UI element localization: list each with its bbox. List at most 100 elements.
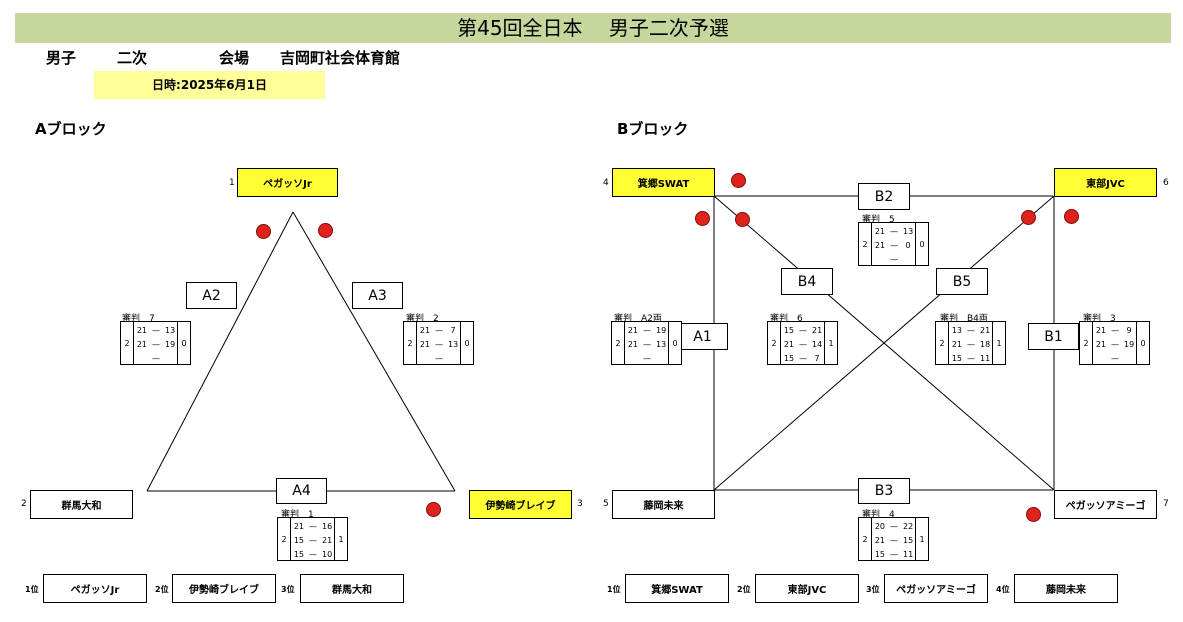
line-b-diag2 [713,195,1055,491]
sets-won-left: 2 [859,223,872,265]
score-cell: 21 [293,521,304,531]
team-box-b6: 東部JVC [1054,168,1157,197]
score-cell: 0 [905,240,911,250]
score-cell: 21 [874,226,885,236]
rank-place: 1位 [25,585,39,594]
score-cell: 21 [980,325,991,335]
match-label: A3 [352,282,403,309]
dash: — [967,325,975,335]
dash: — [890,521,898,531]
sets-won-right: 1 [915,518,928,560]
score-table: 2 15—21 21—14 15—7 1 [767,321,838,365]
score-cell: 9 [1126,325,1132,335]
dash: — [890,240,899,250]
score-cell: 21 [627,339,638,349]
team-box-a2: 群馬大和 [30,490,133,519]
score-cell: 11 [980,353,991,363]
dash: — [1111,353,1119,363]
match-label: B2 [858,183,910,210]
sets-won-left: 2 [404,322,417,364]
rank-team: 藤岡未来 [1014,574,1118,603]
score-table: 2 21—13 21—19 — 0 [120,321,191,365]
score-cell: 11 [903,549,914,559]
block-a-title: Aブロック [35,120,107,138]
rank-place: 3位 [281,585,295,594]
dash: — [799,339,807,349]
referee-label: 審判 4 [862,510,895,520]
match-label: A2 [186,282,237,309]
team-box-a3: 伊勢崎ブレイブ [469,490,572,519]
dash: — [967,339,975,349]
score-cell: 14 [812,339,823,349]
score-cell: 21 [1095,325,1107,335]
score-cell: 7 [814,353,820,363]
sets-won-left: 2 [612,322,625,364]
dash: — [890,549,898,559]
score-table: 2 20—22 21—15 15—11 1 [858,517,929,561]
dash: — [643,325,651,335]
score-cell: 21 [1095,339,1106,349]
sets-won-right: 0 [668,322,681,364]
sets-won-right: 0 [177,322,190,364]
score-cell: 13 [448,339,459,349]
sets-won-left: 2 [936,322,949,364]
score-cell: 15 [874,549,885,559]
dash: — [152,325,160,335]
dash: — [890,226,898,236]
team-box-b4: 箕郷SWAT [612,168,715,197]
dash: — [799,325,807,335]
score-cell: 22 [903,521,914,531]
referee-label: 審判 5 [862,215,895,225]
score-cell: 7 [450,325,456,335]
score-cell: 21 [874,240,886,250]
score-cell: 15 [293,549,304,559]
score-cell: 19 [1124,339,1135,349]
win-marker-dot [1021,210,1036,225]
score-cell: 21 [874,535,885,545]
match-label: B3 [858,478,910,504]
dash: — [1111,339,1119,349]
score-cell: 15 [903,535,914,545]
win-marker-dot [1064,209,1079,224]
sets-won-right: 1 [992,322,1005,364]
score-cell: 18 [980,339,991,349]
block-b-title: Bブロック [617,120,689,138]
team-box-b5: 藤岡未来 [612,490,715,519]
score-table: 2 21—7 21—13 — 0 [403,321,474,365]
match-label: B4 [781,268,833,295]
match-label: A1 [677,323,728,350]
sets-won-right: 0 [1136,322,1149,364]
dash: — [309,535,317,545]
referee-label: 審判 7 [122,314,155,324]
sets-won-right: 1 [824,322,837,364]
sets-won-left: 2 [1080,322,1093,364]
match-label: A4 [276,478,327,504]
event-date: 日時:2025年6月1日 [94,71,325,99]
sets-won-left: 2 [121,322,134,364]
venue-label: 会場 [219,49,250,67]
win-marker-dot [426,502,441,517]
score-cell: 13 [656,339,667,349]
score-cell: 21 [419,325,431,335]
team-number: 4 [603,178,609,188]
dash: — [309,521,317,531]
referee-label: 審判 A2両 [614,314,662,324]
win-marker-dot [256,224,271,239]
score-cell: 16 [322,521,333,531]
rank-place: 2位 [155,585,169,594]
score-table: 2 21—9 21—19 — 0 [1079,321,1150,365]
dash: — [643,353,651,363]
score-cell: 21 [322,535,333,545]
sets-won-left: 2 [768,322,781,364]
sets-won-right: 0 [915,223,928,265]
score-cell: 21 [812,325,823,335]
sets-won-right: 0 [460,322,473,364]
dash: — [799,353,808,363]
score-cell: 21 [419,339,430,349]
score-cell: 15 [951,353,962,363]
score-cell: 13 [903,226,914,236]
score-cell: 21 [783,339,794,349]
score-cell: 21 [627,325,638,335]
score-cell: 21 [136,325,147,335]
